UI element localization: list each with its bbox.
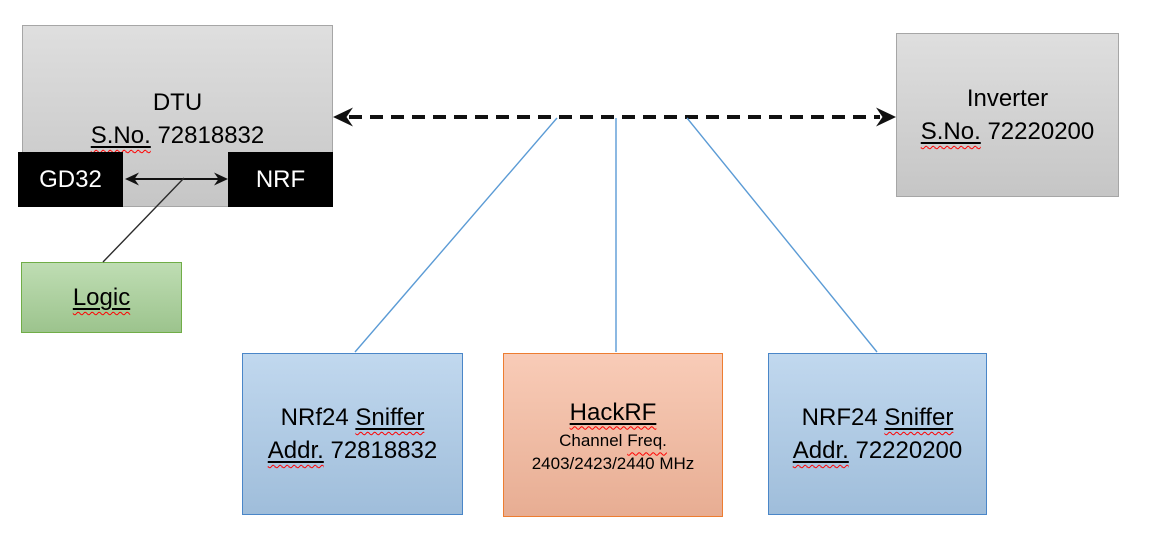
sniffer-left-addr: Addr. 72818832 (268, 434, 438, 467)
nrf-chip: NRF (228, 152, 333, 207)
sniffer-right-addr-label: Addr. (792, 437, 849, 464)
hackrf-channel-prefix: Channel (559, 430, 623, 450)
dtu-title: DTU (152, 89, 203, 116)
dtu-serial-value: 72818832 (157, 122, 265, 149)
dtu-serial: S.No. 72818832 (91, 119, 264, 152)
gd32-chip-label: GD32 (39, 165, 102, 193)
rf-link-arrowhead-right (876, 107, 896, 127)
logic-label: Logic (72, 284, 131, 311)
hackrf-title: HackRF (569, 398, 657, 426)
sniffer-left-title: NRf24 Sniffer (281, 401, 425, 434)
inverter-serial-label: S.No. (920, 118, 981, 145)
sniffer-right-name: NRF24 (801, 404, 878, 431)
sniffer-left-addr-value: 72818832 (330, 437, 438, 464)
hackrf-title-line: HackRF (570, 396, 657, 429)
logic-label-line: Logic (73, 281, 130, 314)
sniffer-right-addr: Addr. 72220200 (793, 434, 963, 467)
hackrf-channel-line: Channel Freq. (559, 429, 667, 452)
logic-box: Logic (21, 262, 182, 333)
sniffer-right-type: Sniffer (884, 404, 954, 431)
sniffer-left-box: NRf24 Sniffer Addr. 72818832 (242, 353, 463, 515)
inverter-box: Inverter S.No. 72220200 (896, 33, 1119, 197)
sniffer-right-box: NRF24 Sniffer Addr. 72220200 (768, 353, 987, 515)
dtu-serial-label: S.No. (90, 122, 151, 149)
sniffer-left-addr-label: Addr. (267, 437, 324, 464)
nrf-chip-label: NRF (255, 165, 306, 193)
inverter-serial-value: 72220200 (987, 118, 1095, 145)
dtu-box: DTU S.No. 72818832 (22, 25, 333, 207)
gd32-chip: GD32 (18, 152, 123, 207)
link-sniffer-left (354, 117, 558, 353)
sniffer-right-addr-value: 72220200 (855, 437, 963, 464)
sniffer-left-name: NRf24 (280, 404, 349, 431)
hackrf-channel-word: Freq. (627, 430, 667, 450)
sniffer-right-title: NRF24 Sniffer (802, 401, 954, 434)
inverter-serial: S.No. 72220200 (921, 115, 1094, 148)
hackrf-box: HackRF Channel Freq. 2403/2423/2440 MHz (503, 353, 723, 517)
link-sniffer-right (686, 117, 878, 353)
rf-link-arrowhead-left (333, 107, 353, 127)
inverter-title: Inverter (966, 85, 1049, 112)
sniffer-left-type: Sniffer (355, 404, 425, 431)
hackrf-frequencies: 2403/2423/2440 MHz (531, 453, 695, 473)
